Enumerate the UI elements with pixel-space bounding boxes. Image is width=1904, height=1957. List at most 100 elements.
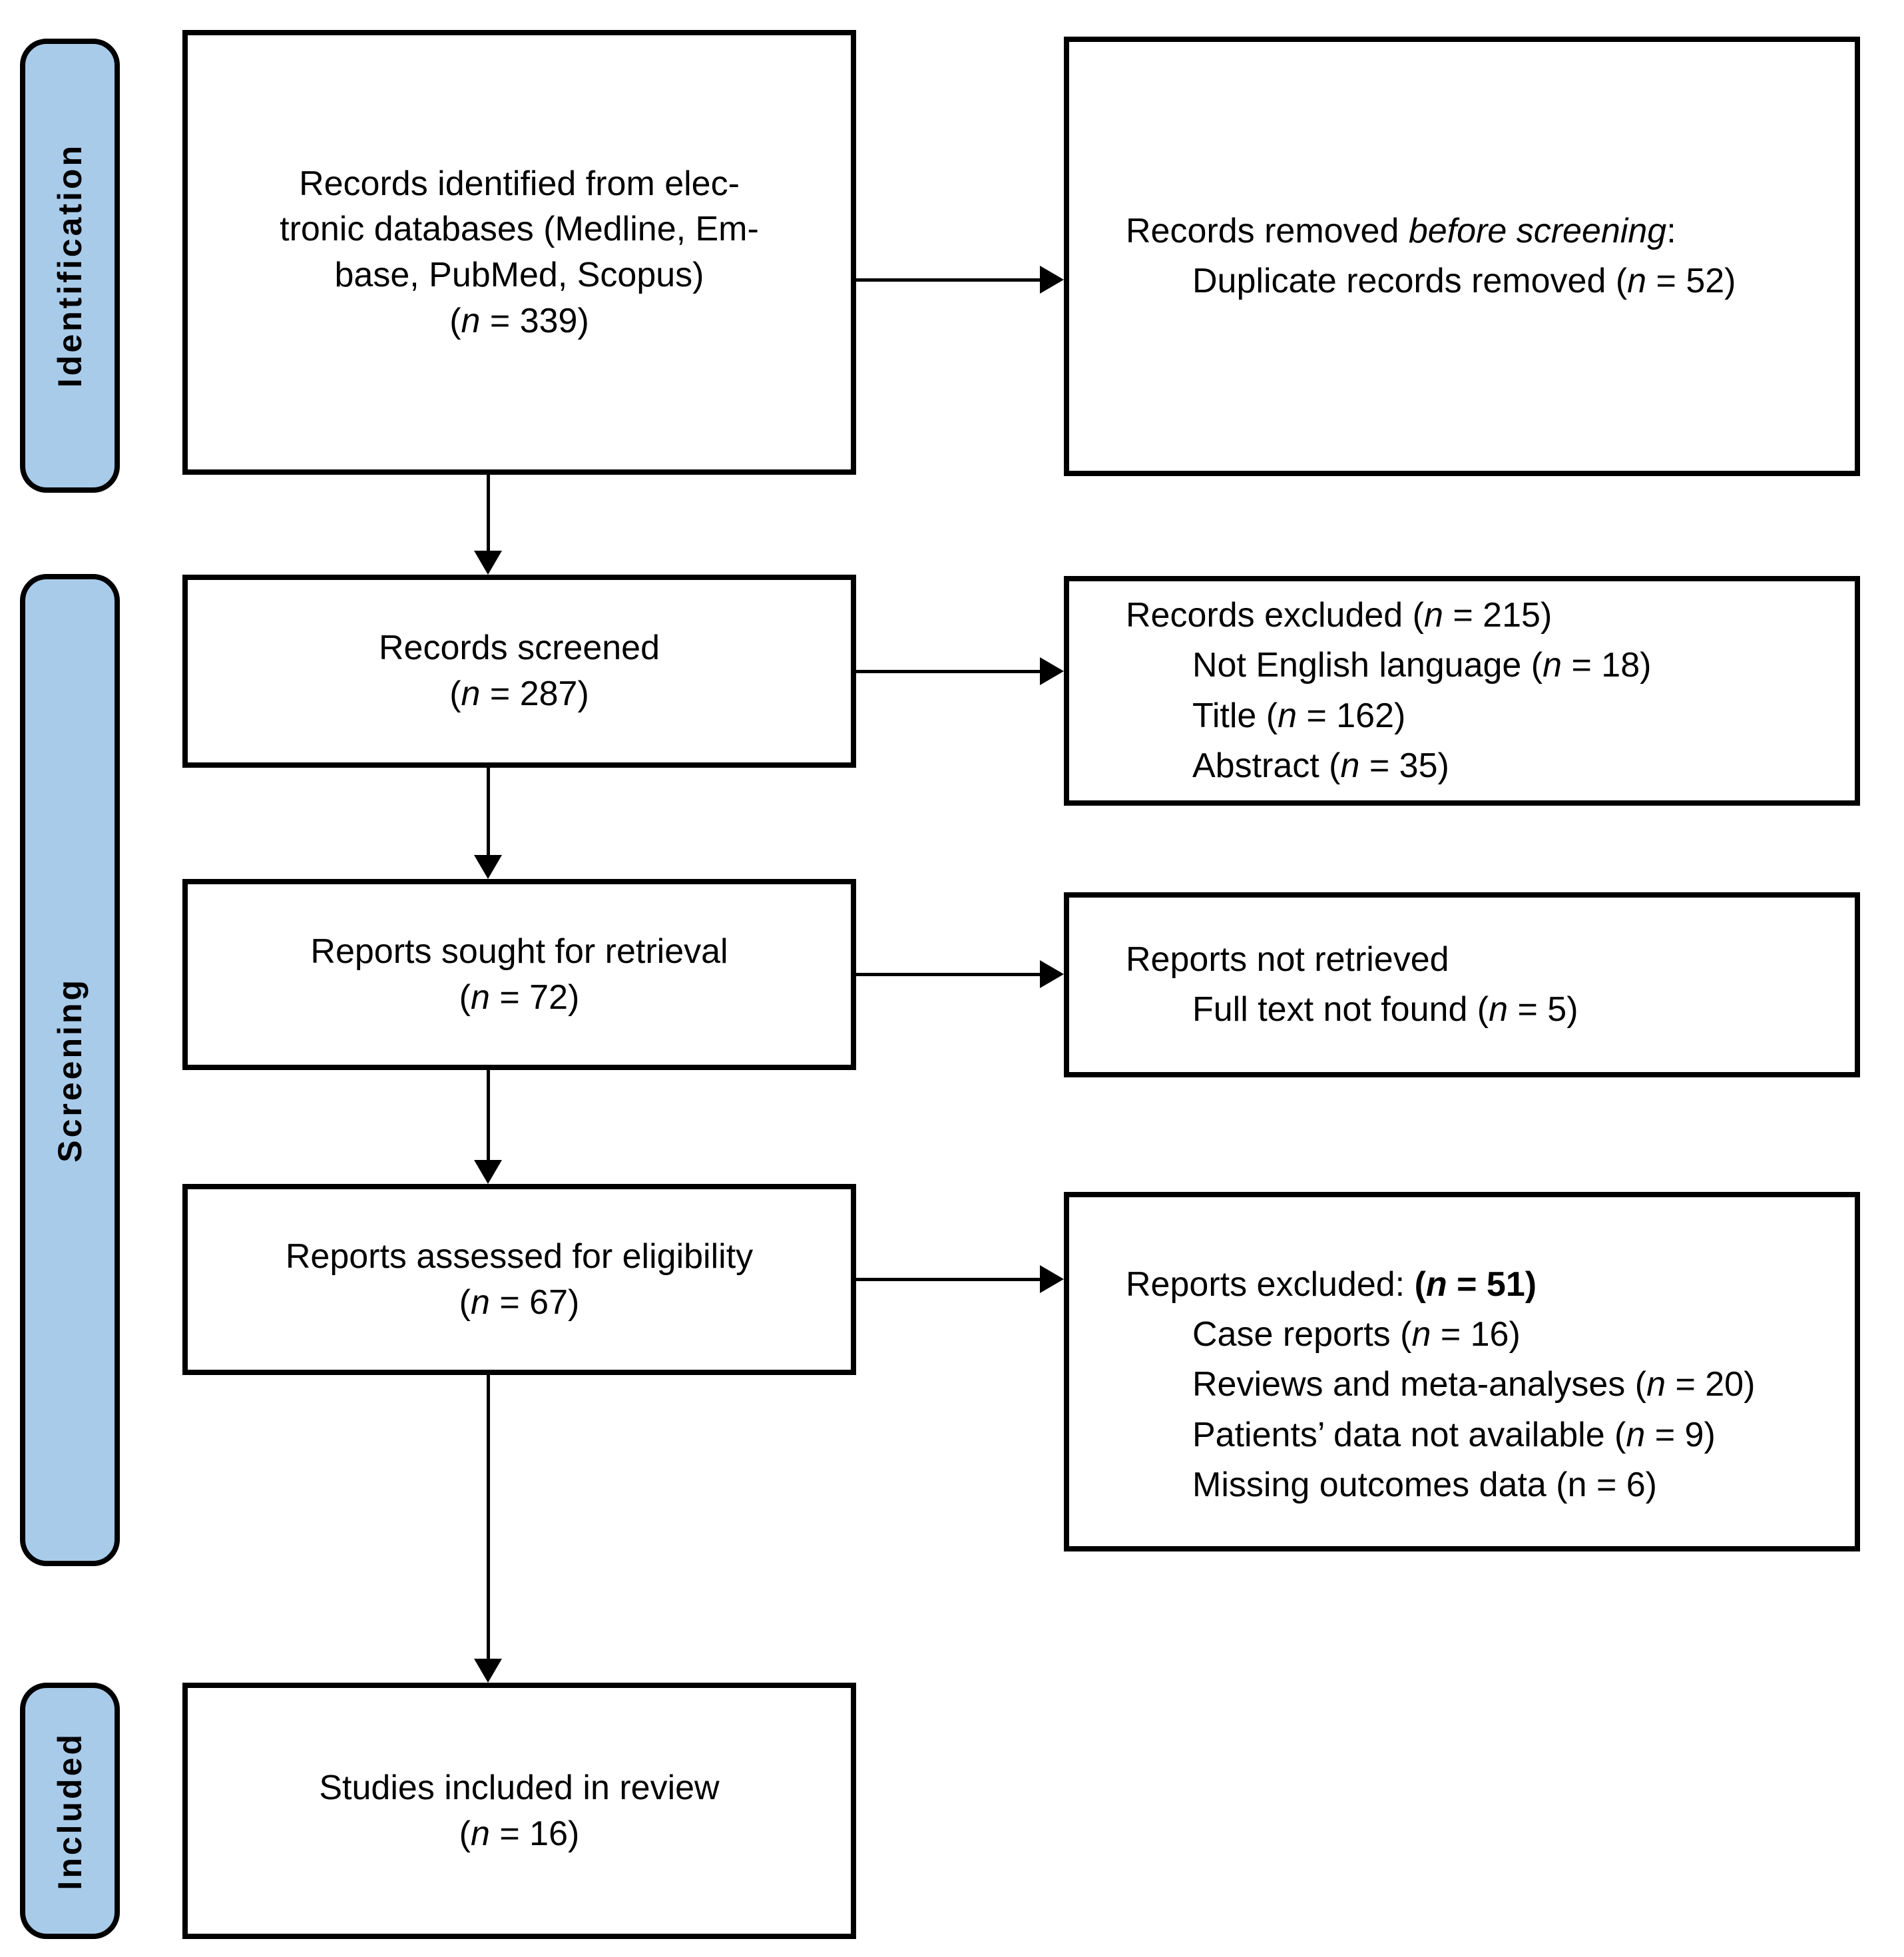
stage-label-included: Included [20, 1683, 120, 1939]
reports-not-retrieved-item-fulltext: Full text not found (n = 5) [1192, 985, 1835, 1035]
reports-excluded-item-case-reports: Case reports (n = 16) [1192, 1310, 1835, 1360]
reports-excluded-title: Reports excluded: (n = 51) [1126, 1260, 1835, 1310]
arrow-line [856, 973, 1043, 976]
stage-label-identification-text: Identification [51, 143, 89, 388]
text-fragment: ( [1414, 1264, 1426, 1304]
records-identified-line-3: base, PubMed, Scopus) [334, 256, 704, 294]
records-identified-line-1: Records identified from elec- [299, 164, 740, 203]
arrow-line [487, 475, 490, 553]
text-fragment: n [461, 301, 481, 340]
box-records-screened: Records screened (n = 287) [182, 575, 856, 768]
arrow-head [1040, 960, 1064, 988]
records-removed-title: Records removed before screening: [1126, 206, 1835, 256]
records-screened-count: (n = 287) [449, 671, 589, 717]
text-fragment: = 67) [489, 1282, 580, 1322]
reports-excluded-item-missing-outcomes: Missing outcomes data (n = 6) [1192, 1460, 1835, 1510]
text-fragment: : [1666, 211, 1676, 250]
text-fragment: = 35) [1359, 746, 1449, 785]
text-fragment: before screening [1408, 211, 1667, 250]
box-reports-excluded: Reports excluded: (n = 51) Case reports … [1064, 1192, 1860, 1551]
box-records-removed: Records removed before screening: Duplic… [1064, 37, 1860, 476]
text-fragment: n [470, 1814, 490, 1853]
text-fragment: n [1425, 1264, 1447, 1304]
box-reports-sought: Reports sought for retrieval (n = 72) [182, 879, 856, 1070]
records-identified-line-2: tronic databases (Medline, Em- [280, 210, 759, 249]
text-fragment: n [1411, 1314, 1431, 1354]
reports-excluded-item-reviews: Reviews and meta-analyses (n = 20) [1192, 1360, 1835, 1410]
text-fragment: ( [459, 1282, 471, 1322]
reports-assessed-count: (n = 67) [459, 1280, 580, 1326]
text-fragment: n [1626, 1415, 1646, 1454]
text-fragment: = 339) [480, 301, 589, 340]
records-excluded-item-abstract: Abstract (n = 35) [1192, 741, 1835, 791]
text-fragment: Abstract ( [1192, 746, 1341, 785]
text-fragment: Reports excluded: [1126, 1264, 1415, 1304]
records-excluded-item-language: Not English language (n = 18) [1192, 641, 1835, 691]
reports-assessed-line-1: Reports assessed for eligibility [285, 1237, 754, 1276]
text-fragment: n [1340, 746, 1360, 785]
text-fragment: n [470, 978, 490, 1017]
records-removed-item-duplicates: Duplicate records removed (n = 52) [1192, 256, 1835, 306]
text-fragment: = 16) [1431, 1314, 1521, 1354]
studies-included-line-1: Studies included in review [319, 1768, 720, 1807]
arrow-head [1040, 657, 1064, 685]
text-fragment: = 9) [1645, 1415, 1716, 1454]
stage-label-screening-text: Screening [51, 978, 89, 1163]
box-reports-not-retrieved: Reports not retrieved Full text not foun… [1064, 892, 1860, 1077]
arrow-head [474, 551, 502, 575]
arrow-line [487, 1375, 490, 1661]
text-fragment: ( [459, 1814, 471, 1853]
records-screened-line-1: Records screened [379, 629, 660, 668]
records-excluded-item-title: Title (n = 162) [1192, 691, 1835, 741]
text-fragment: ( [449, 301, 461, 340]
text-fragment: = 215) [1443, 595, 1552, 635]
text-fragment: n [1424, 595, 1443, 635]
text-fragment: Full text not found ( [1192, 990, 1489, 1029]
box-records-excluded: Records excluded (n = 215) Not English l… [1064, 576, 1860, 806]
text-fragment: Records excluded ( [1126, 595, 1424, 635]
reports-not-retrieved-title: Reports not retrieved [1126, 940, 1449, 979]
text-fragment: Patients’ data not available ( [1192, 1415, 1626, 1454]
text-fragment: = 52) [1646, 262, 1736, 300]
text-fragment: Not English language ( [1192, 646, 1543, 685]
box-studies-included: Studies included in review (n = 16) [182, 1683, 856, 1939]
reports-sought-line-1: Reports sought for retrieval [310, 932, 728, 971]
stage-label-screening: Screening [20, 574, 120, 1566]
arrow-line [856, 670, 1043, 673]
box-records-identified: Records identified from elec- tronic dat… [182, 30, 856, 475]
arrow-head [474, 1659, 502, 1683]
text-fragment: = 51) [1447, 1264, 1537, 1304]
text-fragment: n [461, 675, 481, 713]
text-fragment: Title ( [1192, 696, 1278, 735]
text-fragment: Duplicate records removed ( [1192, 262, 1628, 300]
text-fragment: = 18) [1562, 646, 1652, 685]
text-fragment: = 287) [480, 675, 589, 713]
arrow-head [1040, 266, 1064, 294]
arrow-line [487, 768, 490, 858]
text-fragment: n [1489, 990, 1509, 1029]
text-fragment: n [1278, 696, 1297, 735]
text-fragment: n [470, 1282, 490, 1322]
text-fragment: = 162) [1297, 696, 1406, 735]
arrow-line [487, 1070, 490, 1163]
reports-excluded-item-patients-data: Patients’ data not available (n = 9) [1192, 1410, 1835, 1460]
studies-included-count: (n = 16) [459, 1811, 580, 1857]
records-excluded-title: Records excluded (n = 215) [1126, 591, 1835, 641]
box-reports-assessed: Reports assessed for eligibility (n = 67… [182, 1184, 856, 1375]
stage-label-included-text: Included [51, 1731, 89, 1890]
arrow-line [856, 1278, 1043, 1281]
text-fragment: = 5) [1508, 990, 1578, 1029]
text-fragment: Reviews and meta-analyses ( [1192, 1365, 1647, 1404]
records-identified-count: (n = 339) [449, 298, 589, 344]
arrow-head [1040, 1265, 1064, 1293]
text-fragment: = 20) [1666, 1365, 1756, 1404]
text-fragment: ( [459, 978, 471, 1017]
text-fragment: = 72) [489, 978, 580, 1017]
arrow-head [474, 855, 502, 879]
reports-sought-count: (n = 72) [459, 975, 580, 1021]
arrow-line [856, 278, 1043, 282]
text-fragment: = 16) [489, 1814, 580, 1853]
text-fragment: Missing outcomes data (n = 6) [1192, 1466, 1657, 1505]
text-fragment: Case reports ( [1192, 1314, 1412, 1354]
